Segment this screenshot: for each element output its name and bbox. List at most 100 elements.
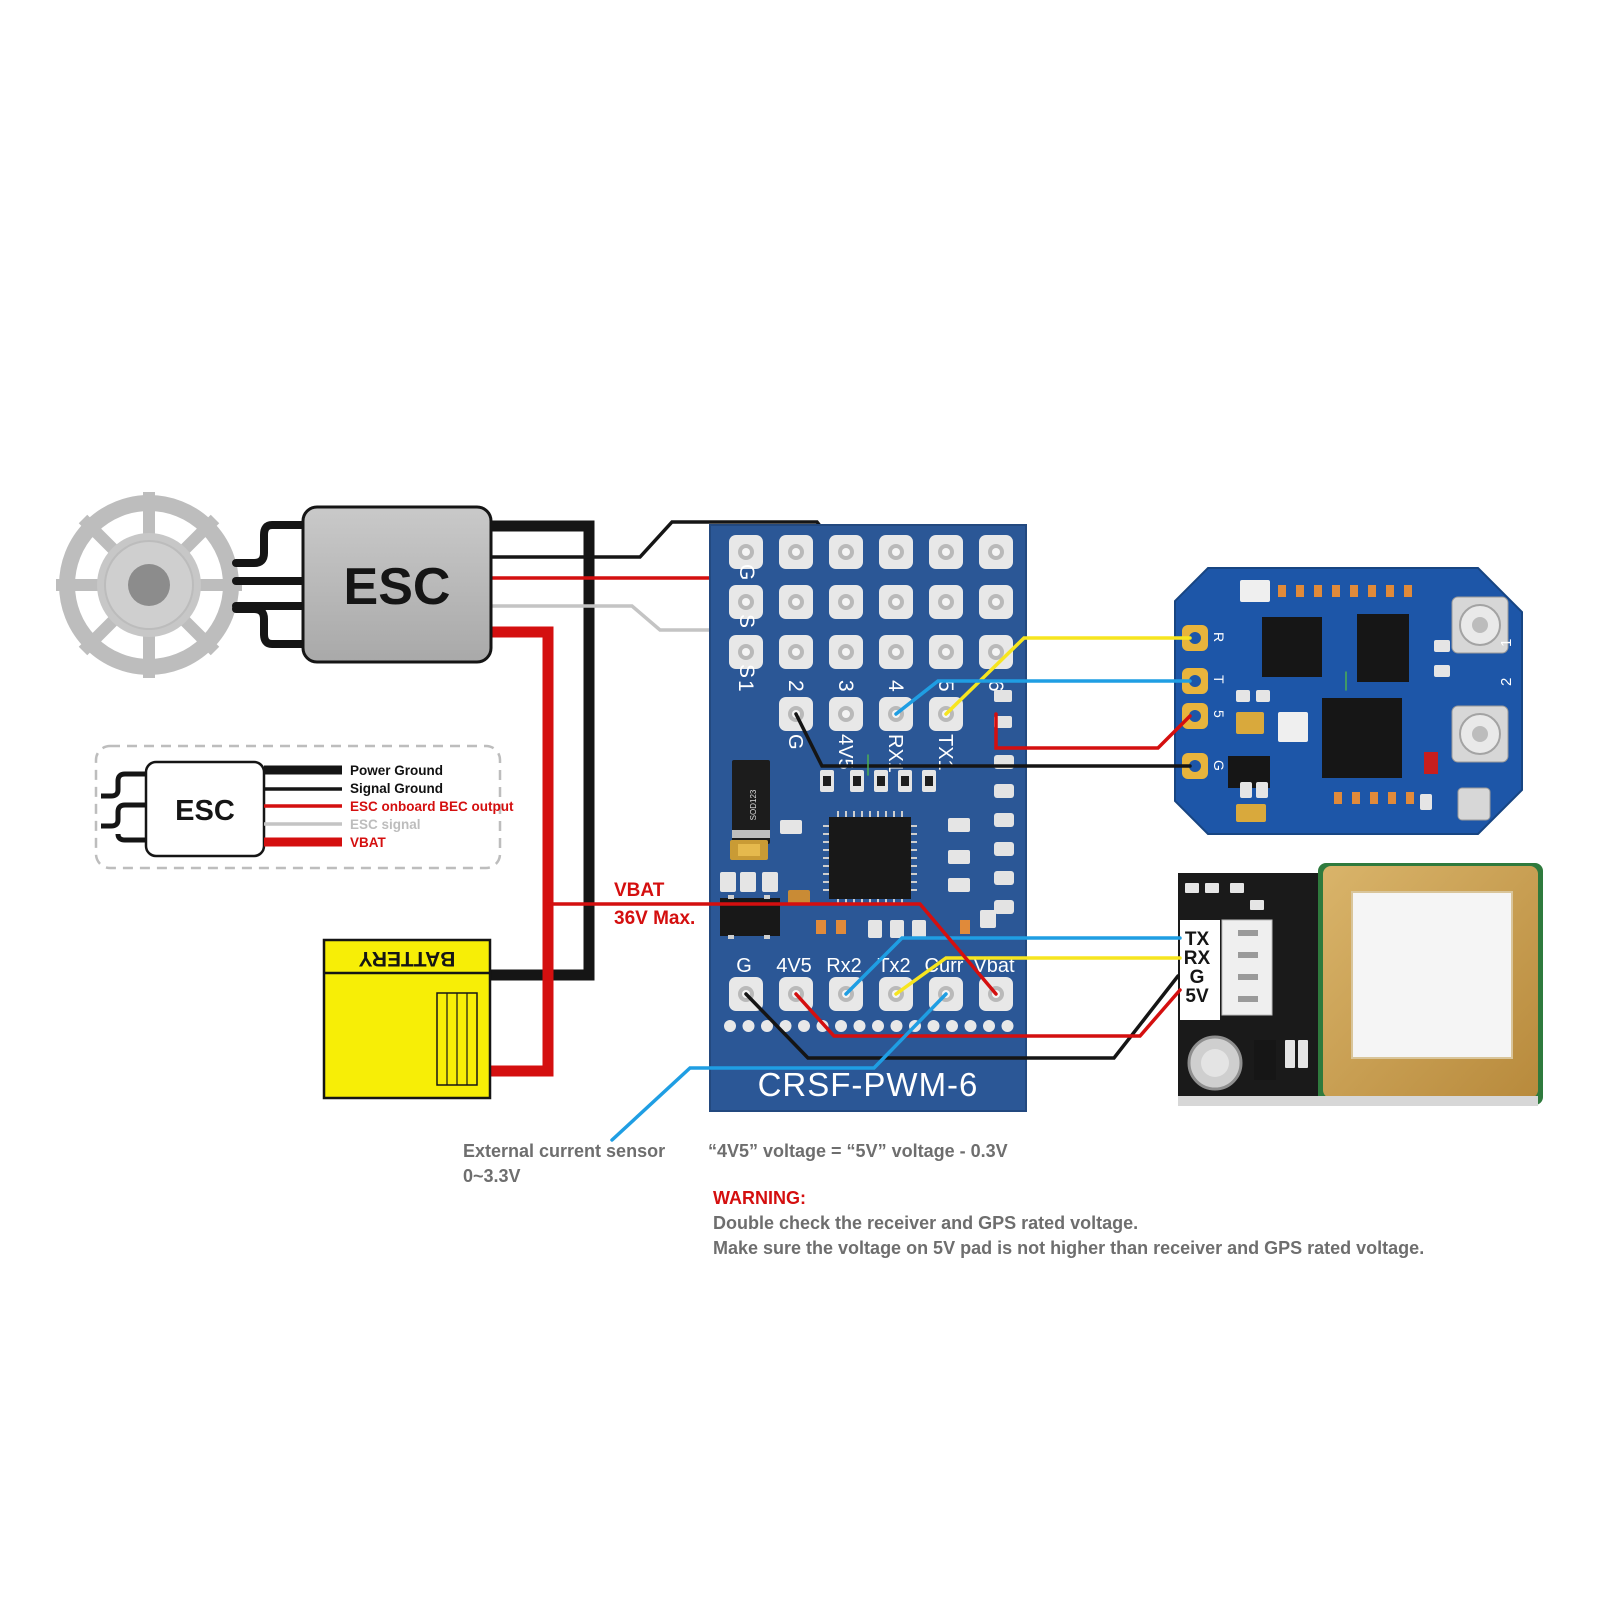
edge-pad [761, 1020, 773, 1032]
antenna-label-1: 1 [1498, 639, 1515, 647]
receiver-pad-label: G [1211, 760, 1227, 771]
servo-pad [979, 535, 1013, 569]
receiver-pad-labels: R T 5G [1211, 632, 1227, 771]
edge-pad [983, 1020, 995, 1032]
channel-number: 3 [834, 680, 857, 692]
edge-pad [742, 1020, 755, 1032]
current-sensor-line2: 0~3.3V [463, 1166, 521, 1186]
motor-wires [232, 521, 307, 648]
vbat-max-label: 36V Max. [614, 908, 695, 929]
warning-block: WARNING: Double check the receiver and G… [713, 1186, 1424, 1261]
channel-number: 5 [934, 680, 957, 692]
uart-label: RX1 [884, 734, 906, 773]
gps-pin-label: RX [1184, 948, 1211, 969]
warning-line1: Double check the receiver and GPS rated … [713, 1213, 1139, 1233]
bottom-pad-label: Tx2 [877, 955, 910, 977]
signal-wires [546, 636, 1347, 1142]
legend-item-label: Power Ground [350, 763, 443, 778]
receiver-pad [1182, 668, 1208, 694]
uart-label: 4V5 [834, 734, 856, 770]
bottom-pad-labels: G 4V5 Rx2 Tx2 Curr Vbat [736, 955, 1015, 977]
servo-pad [779, 585, 813, 619]
receiver-pad-label: 5 [1211, 710, 1227, 718]
servo-pad [929, 585, 963, 619]
row-side-label: S [735, 664, 758, 678]
gps-pin-label: TX [1185, 929, 1210, 950]
warning-title: WARNING: [713, 1188, 806, 1208]
channel-number: 4 [884, 680, 907, 692]
servo-pad [729, 635, 763, 669]
receiver-module: R T 5G 1 2 [1174, 567, 1523, 835]
servo-pad [829, 585, 863, 619]
battery: BATTERY [322, 938, 492, 1100]
servo-pad [979, 585, 1013, 619]
diode-label: SOD123 [749, 789, 758, 820]
receiver-pad-label: R [1211, 632, 1227, 642]
vbat-label: VBAT [614, 880, 665, 901]
receiver-pad [1182, 703, 1208, 729]
warning-line2: Make sure the voltage on 5V pad is not h… [713, 1238, 1425, 1258]
edge-pad [779, 1020, 792, 1032]
bottom-pad-label: Vbat [973, 955, 1015, 977]
uart-pads [779, 697, 963, 731]
receiver-pads [1182, 625, 1208, 779]
legend-item-label: VBAT [350, 835, 387, 850]
edge-pad [724, 1020, 736, 1032]
gps-pin-label: G [1190, 967, 1205, 988]
servo-pad [829, 535, 863, 569]
edge-pad [798, 1020, 810, 1032]
esc-main: ESC [301, 505, 493, 664]
servo-pad [729, 535, 763, 569]
board-name: CRSF-PWM-6 [758, 1066, 979, 1103]
esc-main-label: ESC [344, 558, 451, 616]
edge-pad [890, 1020, 903, 1032]
antenna-label-2: 2 [1498, 678, 1515, 686]
servo-pin-grid [729, 535, 1013, 669]
receiver-pad [1182, 625, 1208, 651]
bottom-pad-label: Rx2 [826, 955, 862, 977]
esc-legend-label: ESC [175, 795, 235, 827]
edge-pad [872, 1020, 884, 1032]
receiver-pad-label: T [1211, 675, 1227, 684]
motor [56, 492, 242, 678]
edge-pad [853, 1020, 866, 1032]
uart-label: G [784, 734, 806, 750]
edge-pad [927, 1020, 940, 1032]
servo-pad [829, 635, 863, 669]
edge-pad [946, 1020, 958, 1032]
legend-item-label: ESC signal [350, 817, 421, 832]
edge-pad [835, 1020, 847, 1032]
row-side-label: G [735, 564, 758, 580]
battery-label: BATTERY [359, 947, 456, 970]
servo-pad [979, 635, 1013, 669]
servo-pad [879, 585, 913, 619]
gps-pin-label: 5V [1185, 986, 1209, 1007]
bottom-pad-label: 4V5 [776, 955, 812, 977]
servo-pad [929, 635, 963, 669]
edge-pad [1001, 1020, 1014, 1032]
channel-number: 1 [734, 680, 757, 692]
servo-pad [729, 585, 763, 619]
current-sensor-line1: External current sensor [463, 1141, 666, 1161]
servo-pad [879, 635, 913, 669]
channel-number: 6 [984, 680, 1007, 692]
servo-pad [779, 635, 813, 669]
row-side-labels: G S S [735, 564, 758, 678]
servo-pad [779, 535, 813, 569]
edge-pad [964, 1020, 977, 1032]
servo-pad [879, 535, 913, 569]
edge-pads [724, 1020, 1014, 1032]
bottom-pad-label: Curr [925, 955, 964, 977]
uart-pad [829, 697, 863, 731]
row-side-label: S [735, 614, 758, 628]
bottom-pad-label: G [736, 955, 752, 977]
